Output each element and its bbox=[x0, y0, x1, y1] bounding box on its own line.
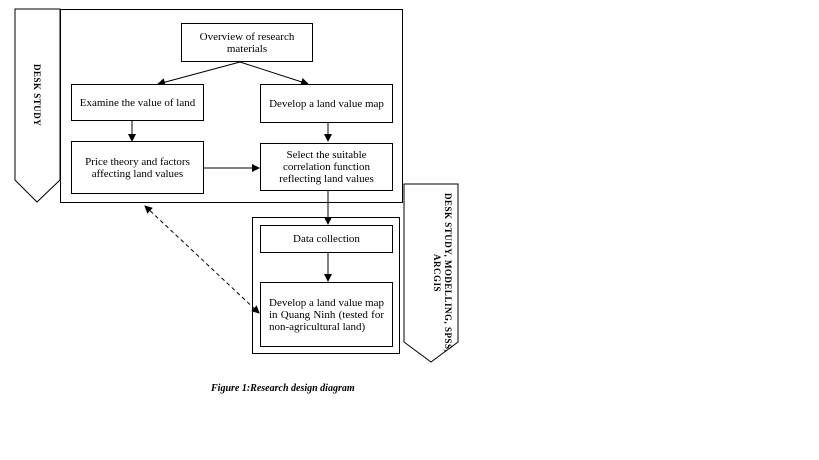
node-price-theory-text: Price theory and factors affecting land … bbox=[85, 155, 190, 180]
node-overview: Overview of research materials bbox=[181, 23, 313, 62]
node-develop-quang-ninh: Develop a land value map in Quang Ninh (… bbox=[260, 282, 393, 347]
node-price-theory: Price theory and factors affecting land … bbox=[71, 141, 204, 194]
node-select-function: Select the suitable correlation function… bbox=[260, 143, 393, 191]
node-develop-map: Develop a land value map bbox=[260, 84, 393, 123]
node-overview-text: Overview of research materials bbox=[199, 30, 295, 55]
desk-study-phase-arrow bbox=[14, 8, 61, 203]
node-data-collection: Data collection bbox=[260, 225, 393, 253]
desk-study-label: DESK STUDY bbox=[32, 64, 42, 127]
node-examine-text: Examine the value of land bbox=[79, 96, 196, 109]
modelling-phase-arrow bbox=[403, 183, 459, 363]
figure-caption: Figure 1:Research design diagram bbox=[211, 383, 355, 394]
node-data-collection-text: Data collection bbox=[293, 233, 360, 245]
node-develop-quang-ninh-text: Develop a land value map in Quang Ninh (… bbox=[269, 296, 384, 333]
node-examine: Examine the value of land bbox=[71, 84, 204, 121]
edge-overview-to-develop-map bbox=[239, 61, 309, 86]
modelling-phase-label: DESK STUDY, MODELLING, SPSS, ARCGIS bbox=[432, 193, 453, 353]
desk-study-frame bbox=[60, 9, 403, 203]
node-select-function-text: Select the suitable correlation function… bbox=[279, 149, 374, 185]
node-develop-map-text: Develop a land value map bbox=[269, 97, 384, 110]
modelling-frame bbox=[252, 217, 400, 354]
edge-dashed-feedback bbox=[144, 205, 260, 314]
edge-overview-to-examine bbox=[157, 61, 241, 87]
